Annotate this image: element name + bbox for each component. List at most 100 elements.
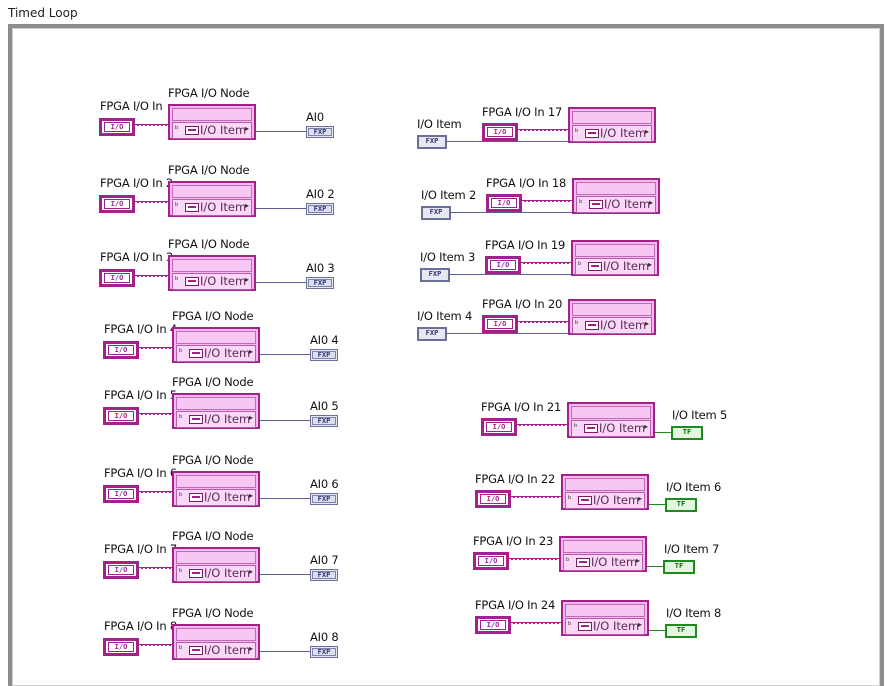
terminal-right-icon: ▸ <box>248 567 253 576</box>
output-label: AI0 2 <box>306 187 335 201</box>
node-io-item-row[interactable]: ᵇ I/O Item▸ <box>176 565 256 582</box>
fxp-control[interactable]: FXP <box>417 135 447 149</box>
node-label: FPGA I/O Node <box>172 375 254 389</box>
io-constant[interactable]: I/O <box>99 195 135 213</box>
io-constant[interactable]: I/O <box>486 194 522 212</box>
io-constant[interactable]: I/O <box>103 561 139 579</box>
output-label: I/O Item 6 <box>666 480 722 494</box>
io-item-icon <box>578 622 592 631</box>
node-label: FPGA I/O Node <box>172 453 254 467</box>
node-label: FPGA I/O Node <box>168 86 250 100</box>
timed-loop-frame[interactable] <box>8 24 884 686</box>
fxp-indicator: FXP <box>306 126 334 138</box>
io-constant[interactable]: I/O <box>473 552 509 570</box>
wire <box>522 200 572 202</box>
io-constant[interactable]: I/O <box>481 418 517 436</box>
const-label: FPGA I/O In 5 <box>104 388 178 402</box>
io-constant[interactable]: I/O <box>103 341 139 359</box>
io-constant[interactable]: I/O <box>103 485 139 503</box>
wire <box>135 275 169 277</box>
io-constant[interactable]: I/O <box>475 616 511 634</box>
fxp-control[interactable]: FXP <box>420 268 450 282</box>
node-label: FPGA I/O Node <box>172 309 254 323</box>
io-constant[interactable]: I/O <box>475 490 511 508</box>
node-item-label: I/O Item <box>204 566 251 580</box>
fxp-indicator: FXP <box>310 349 338 361</box>
const-label: FPGA I/O In 22 <box>475 472 556 486</box>
terminal-left-icon: ᵇ <box>179 347 183 356</box>
output-label: AI0 7 <box>310 553 339 567</box>
boolean-indicator-glyph: TF <box>682 428 692 436</box>
wire <box>260 354 312 355</box>
wire <box>135 201 169 203</box>
node-header <box>172 259 252 272</box>
const-label: FPGA I/O In 3 <box>100 250 174 264</box>
fxp-control[interactable]: FXP <box>421 206 451 220</box>
io-constant[interactable]: I/O <box>103 407 139 425</box>
const-label: FPGA I/O In 23 <box>473 534 554 548</box>
terminal-right-icon: ▸ <box>248 347 253 356</box>
fxp-control-glyph: FXP <box>428 270 442 278</box>
boolean-indicator-glyph: TF <box>676 626 686 634</box>
io-constant[interactable]: I/O <box>99 269 135 287</box>
node-item-label: I/O Item <box>593 619 640 633</box>
terminal-left-icon: ᵇ <box>566 556 570 565</box>
io-constant[interactable]: I/O <box>485 256 521 274</box>
io-constant[interactable]: I/O <box>482 315 518 333</box>
terminal-left-icon: ᵇ <box>179 644 183 653</box>
const-label: FPGA I/O In 18 <box>486 176 567 190</box>
node-label: FPGA I/O Node <box>172 529 254 543</box>
wire <box>446 141 568 142</box>
io-constant-glyph: I/O <box>108 489 134 499</box>
io-item-icon <box>589 200 603 209</box>
boolean-indicator: TF <box>671 426 703 440</box>
terminal-right-icon: ▸ <box>637 620 642 629</box>
wire <box>647 566 665 567</box>
node-item-label: I/O Item <box>204 490 251 504</box>
io-item-icon <box>189 493 203 502</box>
io-constant[interactable]: I/O <box>103 638 139 656</box>
fxp-indicator-glyph: FXP <box>312 417 336 425</box>
fpga-io-node[interactable]: ᵇ I/O Item▸ <box>172 547 260 583</box>
fxp-indicator-glyph: FXP <box>312 351 336 359</box>
boolean-indicator: TF <box>663 560 695 574</box>
terminal-right-icon: ▸ <box>244 275 249 284</box>
fxp-control[interactable]: FXP <box>417 327 447 341</box>
terminal-left-icon: ᵇ <box>179 567 183 576</box>
io-constant[interactable]: I/O <box>482 123 518 141</box>
io-constant[interactable]: I/O <box>99 118 135 136</box>
terminal-right-icon: ▸ <box>637 494 642 503</box>
node-header <box>565 478 645 491</box>
terminal-right-icon: ▸ <box>647 260 652 269</box>
